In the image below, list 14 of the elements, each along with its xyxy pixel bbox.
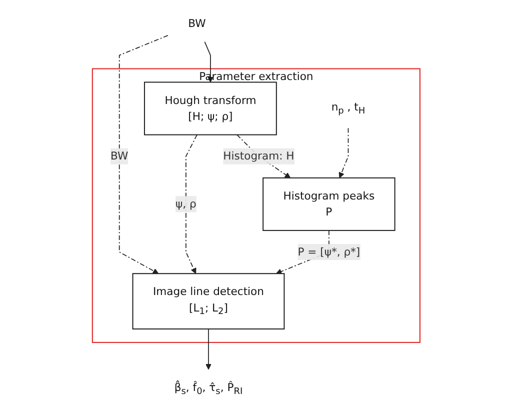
- node-box: Hough transform [H; ψ; ρ]: [144, 82, 277, 136]
- node-box: Histogram peaks P: [262, 177, 396, 231]
- node-box: Image line detection [L$_{1}$; L$_{2}$]: [132, 273, 285, 330]
- edge-label: P = [ψ*, ρ*]: [298, 245, 360, 258]
- node-text: BW: [188, 16, 206, 30]
- node-text: β̂$_{s}$, f̂$_{0}$, τ̂$_{s}$, P̂$_{RI}$: [174, 380, 242, 396]
- node-text: n$_{p}$ , t$_{H}$: [331, 100, 365, 116]
- edge-label: BW: [110, 150, 128, 162]
- arrow: [118, 35, 168, 274]
- arrow: [338, 128, 348, 178]
- edge-label: ψ, ρ: [175, 197, 196, 210]
- edge-label: Histogram: H: [222, 150, 294, 162]
- arrow: [185, 134, 198, 274]
- arrow: [205, 328, 212, 370]
